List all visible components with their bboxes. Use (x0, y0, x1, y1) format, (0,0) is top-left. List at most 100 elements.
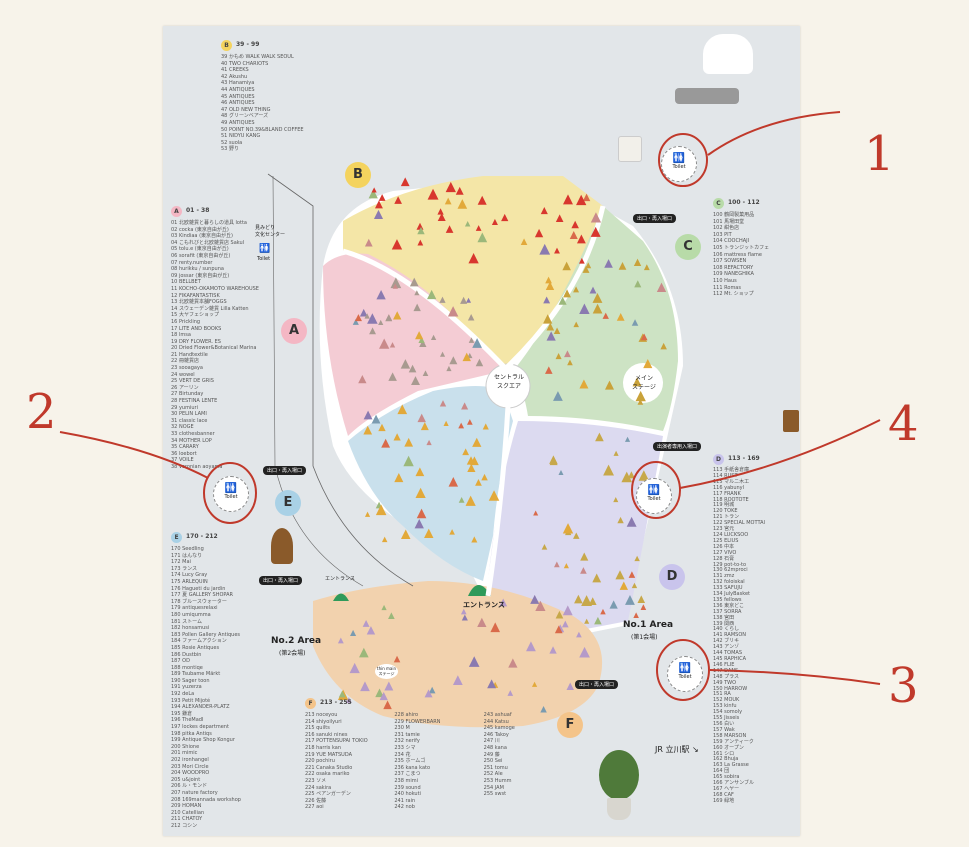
booth-tent (581, 595, 593, 607)
booth-tent (388, 612, 395, 620)
directory-entry: 236 kana kato (394, 764, 431, 771)
directory-entry: 230 M (394, 725, 410, 732)
directory-entry: 04 こもれびと北欧雑貨店 Sakul (171, 239, 245, 246)
directory-entry: 116 yabunyl (713, 484, 745, 491)
booth-tent (571, 220, 579, 229)
directory-entry: 150 HARROW (713, 685, 748, 692)
directory-entry: 208 169mannada workshop (171, 796, 241, 803)
booth-tent (430, 334, 437, 341)
booth-tent (640, 604, 647, 610)
booth-tent (427, 289, 437, 300)
no2-area-label: No.2 Area (271, 636, 322, 646)
directory-entry: 10 BELLBET (171, 279, 201, 286)
annotation-line-4 (679, 419, 881, 489)
zone-d-bg (488, 421, 663, 641)
venue-map (267, 173, 683, 728)
directory-entry: 218 harris kan (305, 744, 342, 751)
directory-entry: 121 トラン (713, 514, 740, 521)
booth-tent (588, 597, 597, 606)
directory-entry: 11 KOCHO-OKAMOTO WAREHOUSE (171, 285, 259, 292)
booth-tent (471, 536, 478, 543)
directory-entry: 123 宮元 (713, 526, 735, 533)
directory-entry: 227 aoi (305, 804, 324, 811)
booth-tent (349, 662, 360, 674)
zone-e-label: E (275, 490, 301, 516)
booth-tent (553, 327, 561, 334)
toilet-icon: 🚻 (672, 153, 686, 164)
directory-entry: 213 noceyou (305, 712, 338, 718)
booth-tent (600, 608, 606, 615)
directory-entry: 187 OD (171, 658, 190, 665)
booth-tent (580, 567, 587, 574)
booth-tent (578, 257, 585, 264)
directory-entry: 183 Pollen Gallery Antiques (171, 631, 241, 638)
annotation-number-4: 4 (888, 396, 919, 452)
booth-tent (558, 296, 567, 305)
entrance-arch-small (333, 593, 349, 601)
directory-entry: 109 NANEGHIKA (713, 271, 754, 278)
booth-tent (549, 455, 558, 464)
booth-tent (553, 391, 563, 401)
directory-entry: 237 こまつ (394, 771, 421, 778)
booth-tent (555, 353, 562, 360)
directory-entry: 03 Kindiaa (東京自由が丘) (171, 233, 233, 240)
booth-tent (414, 519, 424, 529)
directory-entry: 108 REFACTORY (713, 264, 754, 271)
booth-tent (390, 277, 402, 289)
booth-tent (381, 604, 387, 611)
directory-entry: 107 SOWSEN (713, 258, 747, 265)
zone-f-bg (313, 581, 603, 728)
directory-entry: 228 ahiro (394, 712, 419, 718)
directory-entry: 177 夏 GALLERY SHOPAR (171, 592, 234, 599)
booth-tent (482, 423, 489, 430)
booth-tent (411, 376, 420, 386)
booth-tent (562, 605, 573, 616)
directory-e-range: 170 - 212 (186, 533, 218, 541)
booth-tent (437, 213, 446, 222)
directory-entry: 203 Mori Circle (171, 763, 209, 770)
directory-entry: 113 手紙舎倉庫 (713, 467, 750, 473)
directory-entry: 200 Shione (171, 743, 200, 750)
directory-entry: 198 pitka Antiqs (171, 730, 212, 737)
directory-entry: 09 jossar (東京自由が丘) (171, 272, 230, 279)
booth-tent (367, 313, 378, 324)
directory-f-range: 213 - 255 (320, 699, 352, 707)
directory-entry: 185 Rosie Antiques (171, 644, 220, 651)
directory-entry: 149 TWO (713, 679, 737, 686)
panda-dj-illustration (703, 34, 753, 74)
booth-tent (595, 306, 602, 313)
directory-entry: 199 Antique Shop Kongur (171, 737, 235, 744)
booth-tent (400, 529, 411, 540)
booth-tent (604, 380, 615, 390)
booth-tent (508, 658, 518, 668)
directory-entry: 106 mattress flame (713, 251, 762, 258)
directory-entry: 124 LUCKSOO (713, 531, 749, 538)
booth-tent (540, 207, 548, 215)
booth-tent (619, 581, 629, 590)
booth-tent (656, 282, 667, 293)
plant-illustration (589, 750, 649, 820)
directory-entry: 243 ashuaf (483, 712, 512, 718)
directory-entry: 120 TOKE (713, 508, 738, 515)
booth-tent (416, 508, 427, 519)
annotation-circle-4 (631, 461, 681, 519)
booth-tent (470, 456, 479, 466)
directory-entry: 111 Romas (713, 284, 741, 291)
booth-tent (592, 573, 602, 583)
directory-entry: 28 FESTINA LENTE (171, 398, 218, 405)
booth-tent (385, 314, 393, 322)
jr-station-label: JR 立川駅 ↘ (655, 745, 699, 754)
directory-entry: 16 Prickling (171, 318, 201, 325)
booth-tent (394, 473, 404, 483)
central-square-label: セントラル スクエア (493, 374, 524, 390)
booth-tent (422, 370, 429, 377)
booth-tent (531, 681, 538, 687)
directory-entry: 22 冊雑貨店 (171, 358, 199, 365)
directory-d-range: 113 - 169 (728, 455, 760, 463)
booth-tent (466, 297, 472, 303)
booth-tent (447, 306, 459, 317)
booth-tent (444, 197, 452, 205)
directory-entry: 254 JAM (483, 784, 504, 791)
